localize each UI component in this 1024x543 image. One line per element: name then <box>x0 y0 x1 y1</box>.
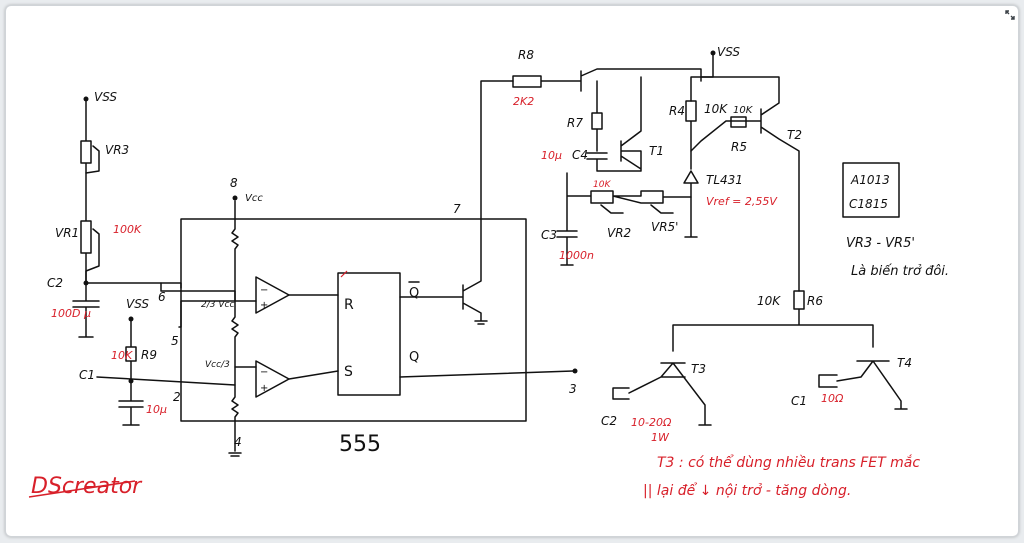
tl431-label: TL431 <box>706 173 743 187</box>
discharge-transistor <box>399 80 514 325</box>
watermark-signature: DScreator <box>31 474 143 499</box>
flipflop-r: R <box>344 297 354 313</box>
comparator-wiring <box>234 294 339 380</box>
vss-right-node <box>710 50 716 56</box>
pin3-label: 3 <box>569 382 577 396</box>
c3-label: C3 <box>541 228 557 242</box>
c2-right-label: C2 <box>601 414 617 428</box>
pin7-label: 7 <box>453 202 461 216</box>
r5-value: 10K <box>733 105 754 116</box>
vr-note-line1: VR3 - VR5' <box>846 236 915 251</box>
red-note-line1: T3 : có thể dùng nhiều trans FET mắc <box>657 454 920 471</box>
t2-label: T2 <box>787 128 802 142</box>
parts-box-line1: A1013 <box>850 173 890 187</box>
r6-branch-wiring <box>672 290 874 352</box>
pin4-ground <box>228 452 242 457</box>
vr5-label: VR5' <box>651 220 678 234</box>
c2-left-value: 100D µ <box>51 307 91 320</box>
r8-label: R8 <box>518 48 534 62</box>
r4-r5-t2-wiring <box>685 76 800 292</box>
vss-right-label: VSS <box>717 45 740 59</box>
r8-value: 2K2 <box>513 95 534 108</box>
upper-comparator-plus: + <box>260 300 268 311</box>
vss-mid-node <box>128 316 134 322</box>
t3-transistor <box>612 362 712 426</box>
vr3-label: VR3 <box>105 143 129 157</box>
t1-label: T1 <box>649 144 664 158</box>
c2-left-label: C2 <box>47 276 63 290</box>
pin4-label: 4 <box>234 435 242 449</box>
vr-note-line2: Là biến trở đôi. <box>851 264 949 279</box>
vss-top-node <box>83 96 89 102</box>
r9-label: R9 <box>141 348 157 362</box>
c1-left-wiring <box>96 376 236 426</box>
t4-label: T4 <box>897 356 912 370</box>
c1-left-value: 10µ <box>146 403 167 416</box>
red-tick <box>340 270 348 278</box>
parts-box <box>842 162 900 218</box>
c2-left-node <box>83 280 89 286</box>
r9-resistor <box>125 320 137 382</box>
left-divider-network <box>72 100 100 338</box>
vss-top-label: VSS <box>94 90 117 104</box>
left-wiper-wiring <box>85 145 182 289</box>
pin8-node <box>232 195 238 201</box>
vcc-label: Vcc <box>245 193 263 204</box>
c1-right-label: C1 <box>791 394 807 408</box>
ic-555-label: 555 <box>339 432 381 457</box>
expand-icon[interactable] <box>1004 9 1016 21</box>
r9-value: 10K <box>111 349 133 362</box>
flipflop-s: S <box>344 364 353 380</box>
t1-transistor <box>586 76 642 172</box>
output-q-line <box>399 370 574 378</box>
c2-right-power: 1W <box>651 431 670 444</box>
lower-comparator-plus: + <box>260 383 268 394</box>
r6-label: R6 <box>807 294 823 308</box>
drawing-canvas: 555 8 Vcc 4 − + − + 2/3 Vcc Vcc/3 R S Q … <box>5 5 1019 537</box>
t3-label: T3 <box>691 362 706 376</box>
upper-comparator <box>255 276 290 314</box>
vss-mid-label: VSS <box>126 297 149 311</box>
pin8-label: 8 <box>230 176 238 190</box>
vr2-value: 10K <box>593 180 611 190</box>
r5-label: R5 <box>731 140 747 154</box>
ref-upper-label: 2/3 Vcc <box>201 300 234 310</box>
flipflop-box <box>337 272 401 396</box>
vr1-label: VR1 <box>55 226 79 240</box>
parts-box-line2: C1815 <box>849 197 888 211</box>
vr2-label: VR2 <box>607 226 631 240</box>
red-note-line2: || lại để ↓ nội trở - tăng dòng. <box>643 482 851 499</box>
t4-transistor <box>818 360 908 410</box>
c3-value: 1000n <box>559 249 594 262</box>
pin5-label: 5 <box>171 334 179 348</box>
pin6-pin5-wiring <box>160 282 236 328</box>
pin3-node <box>572 368 578 374</box>
r4-value: 10K <box>704 102 728 116</box>
c3-vr2-vr5-network <box>556 172 692 266</box>
lower-comparator-minus: − <box>260 367 268 378</box>
c1-left-label: C1 <box>79 368 95 382</box>
ref-lower-label: Vcc/3 <box>205 360 230 370</box>
flipflop-q: Q <box>409 350 419 365</box>
flipflop-qbar: Q <box>409 286 419 301</box>
c1-right-resistor: 10Ω <box>821 392 844 405</box>
pin2-label: 2 <box>173 390 181 404</box>
r6-value: 10K <box>757 294 781 308</box>
c4-label: C4 <box>572 148 588 162</box>
watermark-underline <box>28 480 136 498</box>
lower-comparator <box>255 360 290 398</box>
r7-label: R7 <box>567 116 583 130</box>
tl431-symbol <box>683 150 699 238</box>
right-top-wiring <box>512 54 714 152</box>
vref-label: Vref = 2,55V <box>706 195 778 208</box>
pin6-label: 6 <box>158 290 166 304</box>
schematic-drawing: 555 8 Vcc 4 − + − + 2/3 Vcc Vcc/3 R S Q … <box>28 45 949 499</box>
vr1-value: 100K <box>113 223 142 236</box>
c4-value: 10µ <box>541 149 562 162</box>
upper-comparator-minus: − <box>260 285 268 296</box>
r4-label: R4 <box>669 104 685 118</box>
divider-chain <box>231 200 239 452</box>
c1-left-node <box>128 378 134 384</box>
c2-right-resistor: 10-20Ω <box>631 416 672 429</box>
